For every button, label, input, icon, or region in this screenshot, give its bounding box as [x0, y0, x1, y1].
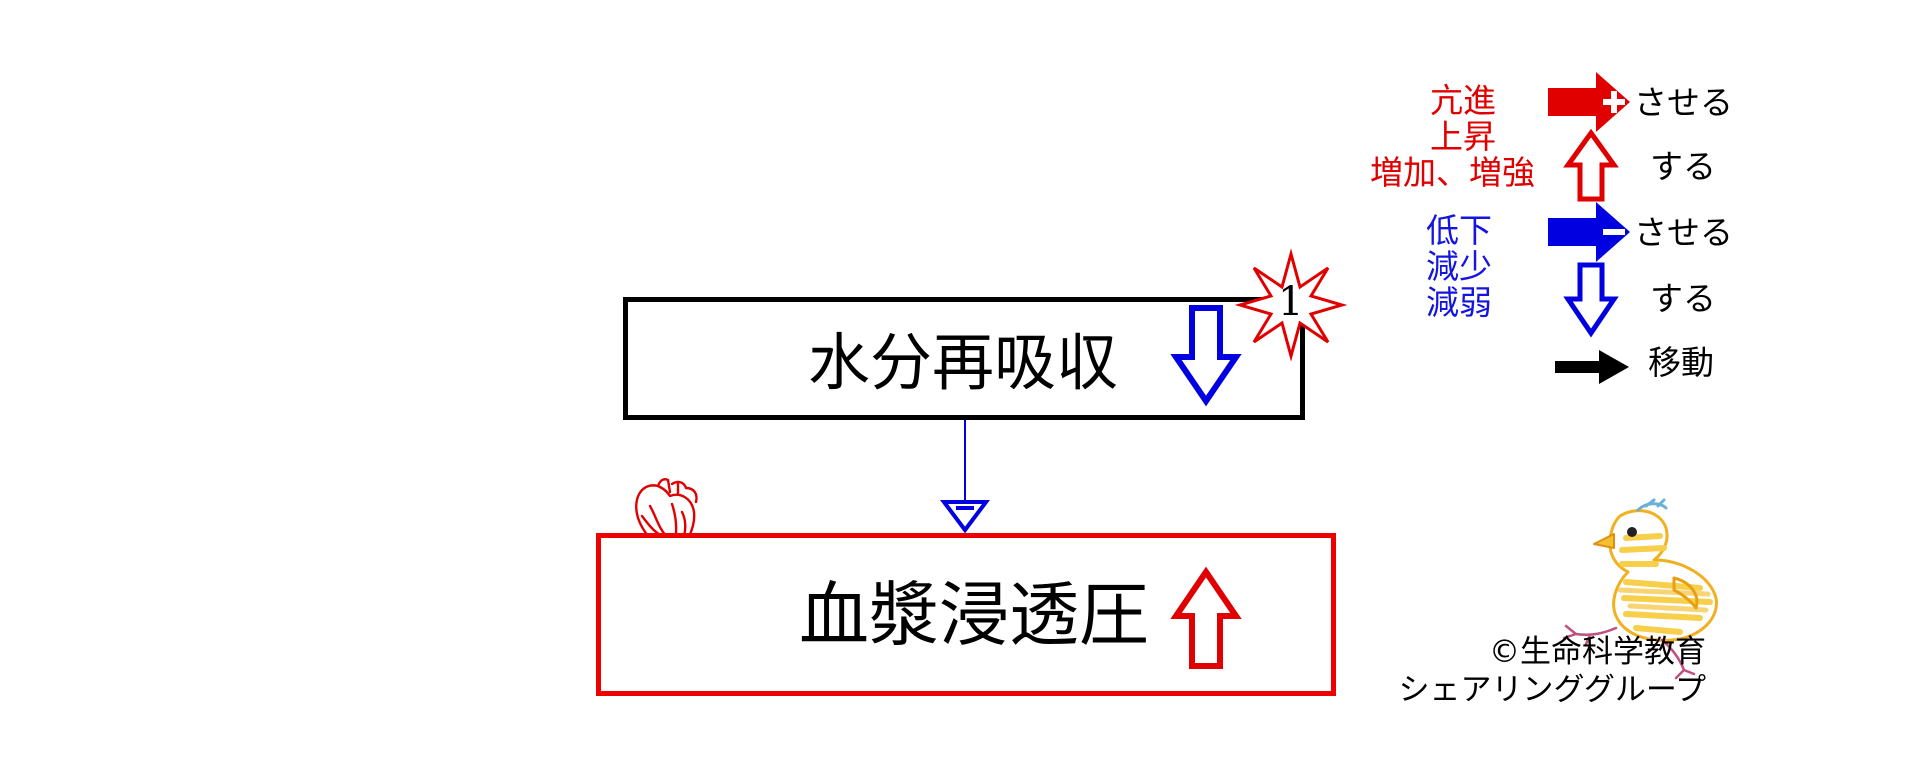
starburst-badge-icon — [1234, 248, 1348, 362]
starburst-number: 1 — [1278, 279, 1304, 325]
decrease-arrow-icon — [1170, 305, 1242, 407]
copyright-line-1: ©生命科学教育 — [1489, 634, 1706, 670]
legend-decrease-arrow-icon — [1563, 262, 1619, 338]
legend-decrease-label-2: 減少 — [1426, 247, 1492, 286]
legend-suppress-label: させる — [1634, 213, 1733, 252]
suppress-arrow-icon — [1548, 202, 1630, 262]
legend-increase-label-3: 増加、増強 — [1370, 153, 1535, 192]
legend-increase-arrow-icon — [1563, 128, 1619, 202]
inhibit-connector — [940, 420, 990, 534]
legend-increase-label-1: 亢進 — [1430, 81, 1496, 120]
legend-decrease-suffix: する — [1650, 279, 1716, 318]
water-reabsorption-label: 水分再吸収 — [808, 326, 1119, 399]
plasma-osmotic-pressure-label: 血漿浸透圧 — [799, 574, 1149, 656]
copyright-line-2: シェアリンググループ — [1398, 672, 1706, 708]
chick-mascot-icon — [1562, 498, 1718, 680]
legend-decrease-label-1: 低下 — [1426, 211, 1492, 250]
legend-decrease-label-3: 減弱 — [1426, 283, 1492, 322]
move-arrow-icon — [1555, 350, 1629, 384]
legend-increase-label-2: 上昇 — [1430, 117, 1496, 156]
legend-promote-label: させる — [1634, 83, 1733, 122]
promote-arrow-icon — [1548, 72, 1630, 132]
increase-arrow-icon — [1170, 566, 1242, 669]
legend-move-label: 移動 — [1648, 343, 1714, 382]
legend-increase-suffix: する — [1650, 147, 1716, 186]
